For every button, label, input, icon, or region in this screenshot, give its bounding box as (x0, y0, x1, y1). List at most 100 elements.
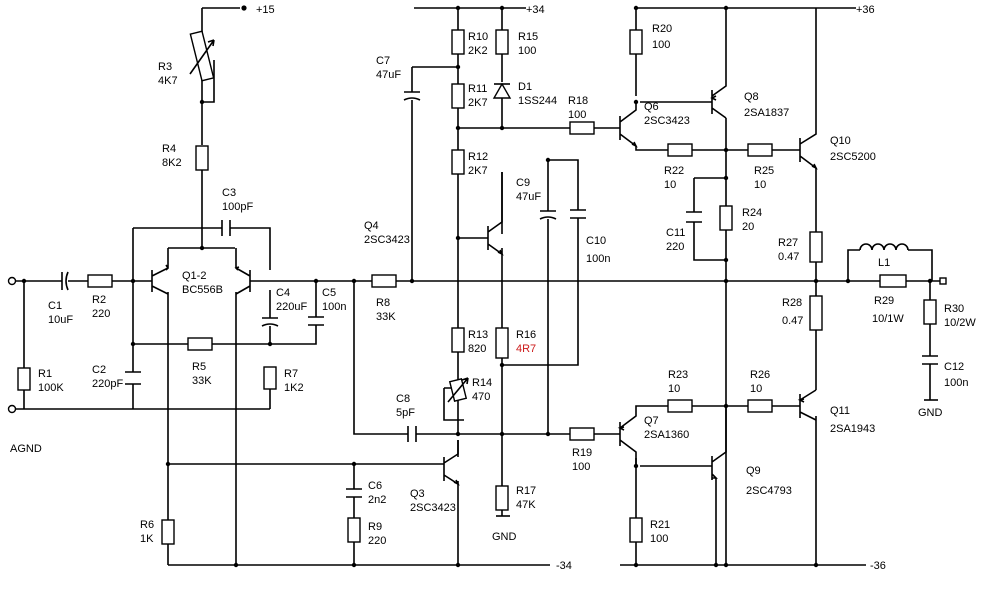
label-q1-value: BC556B (182, 284, 223, 296)
label-q6-ref: Q6 (644, 101, 659, 113)
label-r13-ref: R13 (468, 329, 488, 341)
resistor-r8 (371, 274, 397, 288)
capacitor-c11 (686, 211, 702, 223)
label-r9-value: 220 (368, 535, 386, 547)
label-c10-ref: C10 (586, 235, 606, 247)
label-r29-ref: R29 (874, 295, 894, 307)
resistor-r18 (569, 121, 595, 135)
labels: +15 +34 +36 -34 -36 AGND GND GND R1 100K… (10, 4, 976, 572)
resistor-r12 (451, 149, 465, 175)
label-r4-value: 8K2 (162, 157, 182, 169)
label-r27-ref: R27 (778, 237, 798, 249)
label-r25-ref: R25 (754, 165, 774, 177)
label-r1-value: 100K (38, 382, 64, 394)
label-q11-value: 2SA1943 (830, 423, 875, 435)
label-r24-ref: R24 (742, 207, 762, 219)
label-r12-ref: R12 (468, 151, 488, 163)
label-c7-value: 47uF (376, 69, 401, 81)
label-c8-value: 5pF (396, 407, 415, 419)
label-c8-ref: C8 (396, 393, 410, 405)
label-r17-value: 47K (516, 499, 536, 511)
label-c6-value: 2n2 (368, 494, 386, 506)
label-r14-ref: R14 (472, 377, 492, 389)
label-r5-value: 33K (192, 375, 212, 387)
resistor-r11 (451, 83, 465, 109)
transistors (151, 82, 818, 486)
label-c4-ref: C4 (276, 287, 290, 299)
label-r18-ref: R18 (568, 95, 588, 107)
label-l1-ref: L1 (878, 257, 890, 269)
label-c11-ref: C11 (666, 227, 685, 239)
label-c9-value: 47uF (516, 191, 541, 203)
input-terminal (7, 276, 17, 286)
label-r26-ref: R26 (750, 369, 770, 381)
rail-label-p34: +34 (526, 4, 545, 16)
label-r23-ref: R23 (668, 369, 688, 381)
label-r1-ref: R1 (38, 368, 52, 380)
label-r22-ref: R22 (664, 165, 684, 177)
resistor-r1 (17, 367, 31, 391)
label-r7-ref: R7 (284, 368, 298, 380)
label-r19-value: 100 (572, 461, 590, 473)
label-r22-value: 10 (664, 179, 676, 191)
label-c7-ref: C7 (376, 55, 390, 67)
capacitor-c6 (346, 488, 362, 498)
capacitor-c9 (539, 210, 557, 220)
label-r28-value: 0.47 (782, 315, 803, 327)
capacitor-c5 (308, 316, 324, 326)
label-r20-ref: R20 (652, 23, 672, 35)
label-q7-ref: Q7 (644, 415, 659, 427)
label-q3-value: 2SC3423 (410, 502, 456, 514)
rail-label-m36: -36 (870, 560, 886, 572)
label-r24-value: 20 (742, 221, 754, 233)
label-q9-value: 2SC4793 (746, 485, 792, 497)
label-r12-value: 2K7 (468, 165, 488, 177)
resistor-r4 (195, 145, 209, 171)
label-r2-ref: R2 (92, 294, 106, 306)
label-r3-ref: R3 (158, 61, 172, 73)
label-r26-value: 10 (750, 383, 762, 395)
capacitor-c10 (570, 209, 586, 219)
rail-label-p15: +15 (256, 4, 275, 16)
label-r21-value: 100 (650, 533, 668, 545)
label-q8-value: 2SA1837 (744, 107, 789, 119)
resistor-r25 (747, 143, 773, 157)
label-r28-ref: R28 (782, 297, 802, 309)
resistor-r30 (923, 299, 937, 325)
label-r16-ref: R16 (516, 329, 536, 341)
label-c3-value: 100pF (222, 201, 253, 213)
capacitors (61, 91, 938, 498)
rail-label-agnd: AGND (10, 443, 42, 455)
label-r30-value: 10/2W (944, 317, 976, 329)
label-r18-value: 100 (568, 109, 586, 121)
label-q10-value: 2SC5200 (830, 151, 876, 163)
label-r20-value: 100 (652, 39, 670, 51)
agnd-terminal (7, 404, 17, 414)
label-c12-ref: C12 (944, 361, 964, 373)
capacitor-c1 (61, 271, 69, 291)
label-c3-ref: C3 (222, 187, 236, 199)
label-c5-ref: C5 (322, 287, 336, 299)
label-c12-value: 100n (944, 377, 968, 389)
label-q10-ref: Q10 (830, 135, 851, 147)
label-r5-ref: R5 (192, 361, 206, 373)
label-r3-value: 4K7 (158, 75, 178, 87)
diode-d1 (492, 82, 512, 99)
resistor-r2 (87, 274, 113, 288)
resistor-r24 (719, 205, 733, 231)
label-r10-ref: R10 (468, 31, 488, 43)
label-r17-ref: R17 (516, 485, 536, 497)
label-c4-value: 220uF (276, 301, 307, 313)
resistor-r6 (161, 519, 175, 545)
label-r8-ref: R8 (376, 297, 390, 309)
label-c2-ref: C2 (92, 364, 106, 376)
resistor-r19 (569, 427, 595, 441)
capacitor-c7 (403, 91, 421, 101)
label-r16-value: 4R7 (516, 343, 536, 355)
wires (16, 7, 940, 566)
label-r21-ref: R21 (650, 519, 670, 531)
label-r23-value: 10 (668, 383, 680, 395)
label-c1-value: 10uF (48, 314, 73, 326)
resistor-r7 (263, 366, 277, 390)
